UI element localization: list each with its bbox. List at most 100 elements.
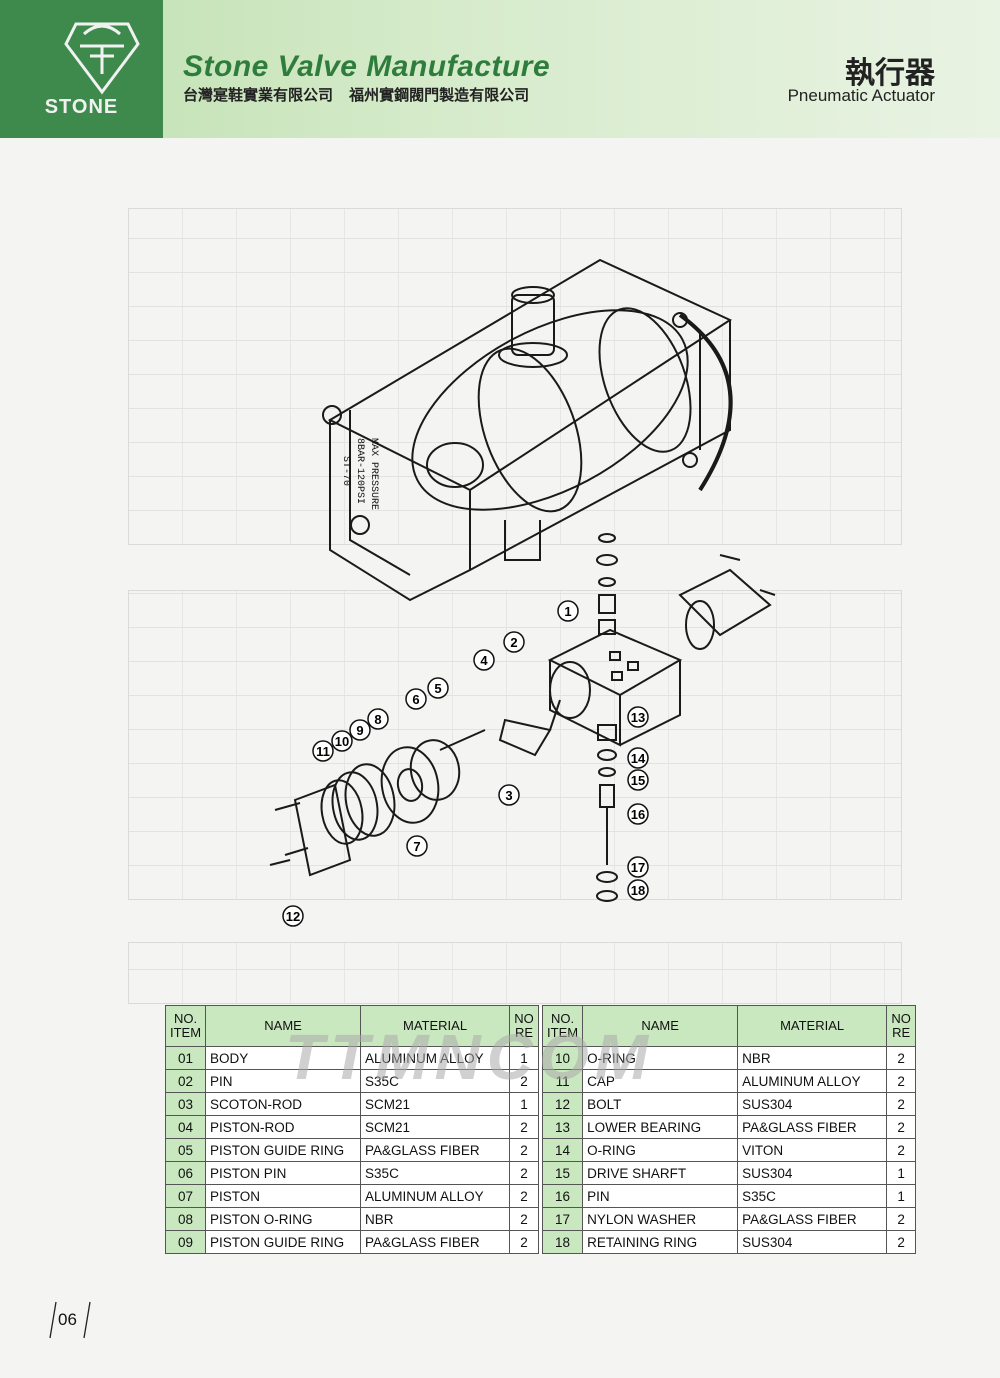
parts-table-header: NO. ITEM NAME MATERIAL NO RE NO. ITEM NA… xyxy=(164,1005,917,1047)
part-name: PISTON O-RING xyxy=(205,1207,362,1231)
header-no-item: NO. ITEM xyxy=(164,1005,207,1047)
part-name: O-RING xyxy=(582,1138,739,1162)
part-number: 16 xyxy=(542,1184,584,1208)
part-quantity: 2 xyxy=(886,1138,917,1162)
svg-text:4: 4 xyxy=(480,653,488,668)
page-number-text: 06 xyxy=(58,1310,77,1329)
svg-text:18: 18 xyxy=(631,883,645,898)
callout-8: 8 xyxy=(367,708,389,730)
part-material: ALUMINUM ALLOY xyxy=(737,1069,888,1093)
part-quantity: 2 xyxy=(509,1184,540,1208)
part-name: CAP xyxy=(582,1069,739,1093)
part-material: PA&GLASS FIBER xyxy=(737,1115,888,1139)
part-quantity: 2 xyxy=(509,1230,540,1254)
part-quantity: 2 xyxy=(886,1069,917,1093)
part-number: 02 xyxy=(164,1069,207,1093)
callout-13: 13 xyxy=(627,706,649,728)
product-title-chinese: 執行器 xyxy=(845,56,935,91)
part-number: 05 xyxy=(164,1138,207,1162)
callout-12: 12 xyxy=(282,905,304,927)
body-side-face xyxy=(469,320,731,571)
part-number: 13 xyxy=(542,1115,584,1139)
callout-7: 7 xyxy=(406,835,428,857)
part-name: BODY xyxy=(205,1046,362,1070)
exploded-view-diagram: MAX PRESSURE 8BAR-120PSI ST-70 xyxy=(269,258,776,927)
part-number: 18 xyxy=(542,1230,584,1254)
part-material: SCM21 xyxy=(360,1115,511,1139)
part-material: SUS304 xyxy=(737,1230,888,1254)
part-material: PA&GLASS FIBER xyxy=(360,1138,511,1162)
part-number: 09 xyxy=(164,1230,207,1254)
part-name: LOWER BEARING xyxy=(582,1115,739,1139)
part-number: 11 xyxy=(542,1069,584,1093)
part-quantity: 1 xyxy=(886,1184,917,1208)
part-number: 10 xyxy=(542,1046,584,1070)
part-name: BOLT xyxy=(582,1092,739,1116)
part-quantity: 2 xyxy=(886,1092,917,1116)
part-number: 15 xyxy=(542,1161,584,1185)
header-no-re: NO RE xyxy=(886,1005,917,1047)
svg-text:13: 13 xyxy=(631,710,645,725)
parts-list-table: NO. ITEM NAME MATERIAL NO RE NO. ITEM NA… xyxy=(164,1005,917,1254)
callout-18: 18 xyxy=(627,879,649,901)
company-name-chinese: 台灣寔鞋實業有限公司 福州實鋼閥門製造有限公司 xyxy=(183,87,530,104)
part-name: PISTON GUIDE RING xyxy=(205,1138,362,1162)
part-quantity: 1 xyxy=(509,1092,540,1116)
svg-text:2: 2 xyxy=(510,635,517,650)
product-title: Pneumatic Actuator xyxy=(787,86,935,105)
plate-line-3: ST-70 xyxy=(340,456,351,486)
part-name: O-RING xyxy=(582,1046,739,1070)
part-material: VITON xyxy=(737,1138,888,1162)
part-material: PA&GLASS FIBER xyxy=(360,1230,511,1254)
part-number: 07 xyxy=(164,1184,207,1208)
part-name: PIN xyxy=(205,1069,362,1093)
callout-10: 10 xyxy=(331,730,353,752)
svg-text:5: 5 xyxy=(434,681,441,696)
callout-17: 17 xyxy=(627,856,649,878)
faded-torque-table xyxy=(128,208,902,545)
part-quantity: 2 xyxy=(886,1115,917,1139)
svg-text:12: 12 xyxy=(286,909,300,924)
part-name: PISTON xyxy=(205,1184,362,1208)
stone-logo-icon xyxy=(64,22,140,95)
part-quantity: 1 xyxy=(509,1046,540,1070)
part-material: NBR xyxy=(360,1207,511,1231)
header-name: NAME xyxy=(205,1005,362,1047)
svg-text:8: 8 xyxy=(374,712,381,727)
logo: STONE xyxy=(0,0,163,138)
part-name: PISTON PIN xyxy=(205,1161,362,1185)
part-name: DRIVE SHARFT xyxy=(582,1161,739,1185)
part-quantity: 2 xyxy=(509,1138,540,1162)
part-material: ALUMINUM ALLOY xyxy=(360,1184,511,1208)
svg-text:14: 14 xyxy=(631,751,646,766)
svg-text:9: 9 xyxy=(356,723,363,738)
part-material: PA&GLASS FIBER xyxy=(737,1207,888,1231)
part-number: 01 xyxy=(164,1046,207,1070)
callout-6: 6 xyxy=(405,688,427,710)
svg-text:1: 1 xyxy=(564,604,571,619)
part-quantity: 2 xyxy=(509,1115,540,1139)
part-quantity: 2 xyxy=(886,1046,917,1070)
callout-4: 4 xyxy=(473,649,495,671)
part-name: PIN xyxy=(582,1184,739,1208)
callout-11: 11 xyxy=(312,740,334,762)
callout-3: 3 xyxy=(498,784,520,806)
part-name: SCOTON-ROD xyxy=(205,1092,362,1116)
header-name: NAME xyxy=(582,1005,739,1047)
plate-line-1: MAX PRESSURE xyxy=(368,438,379,510)
part-material: SCM21 xyxy=(360,1092,511,1116)
svg-text:6: 6 xyxy=(412,692,419,707)
callout-16: 16 xyxy=(627,803,649,825)
part-number: 04 xyxy=(164,1115,207,1139)
part-quantity: 2 xyxy=(509,1207,540,1231)
watermark: TTMNCOM xyxy=(285,1021,655,1093)
callout-15: 15 xyxy=(627,769,649,791)
part-number: 17 xyxy=(542,1207,584,1231)
callout-5: 5 xyxy=(427,677,449,699)
callout-9: 9 xyxy=(349,719,371,741)
part-number: 03 xyxy=(164,1092,207,1116)
